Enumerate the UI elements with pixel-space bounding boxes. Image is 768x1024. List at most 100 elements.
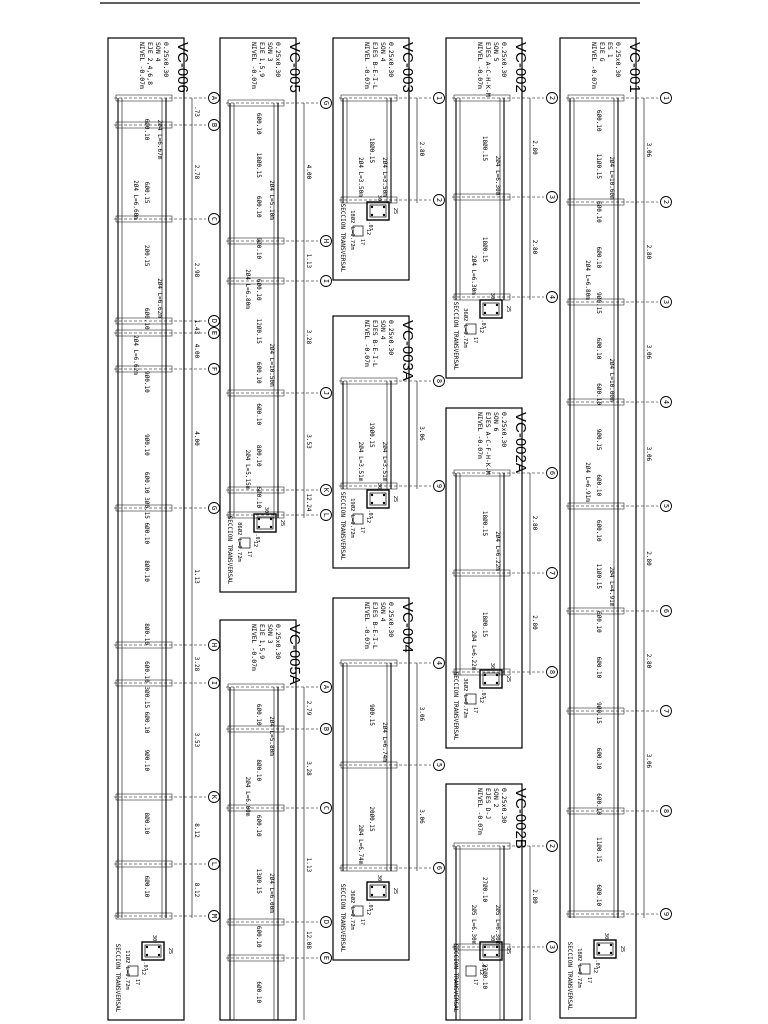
stirrup-shape bbox=[352, 513, 364, 525]
stirrup-dim: .07 bbox=[142, 961, 148, 970]
rebar-label: 2Ø5 L=6.30m bbox=[494, 905, 501, 945]
stirrup-dim: 12 bbox=[478, 327, 484, 333]
section-width: 25 bbox=[505, 676, 511, 683]
span-dimension: 4.00 bbox=[193, 431, 200, 446]
beam-info-line: EJES A-C-F-H-K-M bbox=[484, 412, 492, 475]
column-support bbox=[567, 707, 625, 715]
beam-info-line: SON 4 bbox=[379, 602, 387, 622]
column-support bbox=[340, 864, 398, 872]
section-stirrup bbox=[482, 302, 500, 316]
section-bar bbox=[483, 945, 487, 949]
span-dimension: .73 bbox=[193, 106, 200, 117]
column-support bbox=[115, 912, 173, 920]
beam-info-line: EJES B-E-I-L bbox=[371, 602, 379, 649]
grid-bubble bbox=[320, 681, 332, 693]
beam-info-line: EJE G bbox=[598, 42, 606, 62]
stirrup-shape bbox=[579, 963, 591, 975]
column-support bbox=[227, 683, 285, 691]
grid-label: 9 bbox=[662, 912, 670, 916]
column-support bbox=[227, 511, 285, 519]
column-support bbox=[453, 569, 511, 577]
span-dimension: 2.98 bbox=[193, 263, 200, 278]
stirrup-shape bbox=[127, 965, 139, 977]
section-width: 25 bbox=[505, 948, 511, 955]
rebar-label: 2Ø4 L=5.10m bbox=[268, 180, 275, 220]
stirrup-label: 6Ø0.10 3Ø0.15 6Ø0.10 bbox=[143, 472, 150, 545]
section-stirrup bbox=[369, 884, 387, 898]
beam-info-line: NIVEL -0.07m bbox=[250, 624, 258, 671]
rebar-label: 2Ø4 L=10.60m bbox=[608, 156, 615, 200]
section-bar bbox=[597, 951, 601, 955]
stirrup-label: 27Ø0.10 bbox=[481, 964, 488, 990]
section-title: SECCION TRANSVERSAL bbox=[452, 944, 459, 1013]
rebar-label: 2Ø4 L=3.51m bbox=[381, 442, 388, 482]
grid-bubble bbox=[208, 677, 220, 689]
column-support bbox=[227, 918, 285, 926]
grid-bubble bbox=[320, 97, 332, 109]
grid-label: K bbox=[210, 795, 218, 800]
section-width: 25 bbox=[392, 888, 398, 895]
stirrup-label: 18Ø0.15 bbox=[481, 511, 488, 537]
span-dimension: 1.13 bbox=[305, 858, 312, 873]
span-dimension: 3.06 bbox=[645, 345, 652, 360]
rebar-label: 2Ø4 L=6.30m bbox=[494, 156, 501, 196]
rebar-label: 2Ø4 L=5.80m bbox=[268, 716, 275, 756]
grid-label: 1 bbox=[662, 96, 670, 100]
section-bar bbox=[495, 953, 499, 957]
span-dimension: 2.80 bbox=[531, 240, 538, 255]
section-height: 30 bbox=[603, 933, 609, 940]
grid-label: B bbox=[322, 727, 330, 731]
span-dimension: 4.00 bbox=[305, 165, 312, 180]
column-support bbox=[340, 196, 398, 204]
stirrup-dim: 17 bbox=[359, 527, 365, 533]
stirrup-note: 36Ø2 L=0.72m bbox=[349, 890, 356, 930]
span-dimension: 8.12 bbox=[193, 883, 200, 898]
section-title: SECCION TRANSVERSAL bbox=[452, 302, 459, 371]
column-support bbox=[115, 215, 173, 223]
section-bar bbox=[483, 311, 487, 315]
grid-label: 2 bbox=[662, 200, 670, 204]
rebar-label: 2Ø4 L=6.22m bbox=[494, 531, 501, 571]
section-title: SECCION TRANSVERSAL bbox=[339, 884, 346, 953]
stirrup-dim: .07 bbox=[480, 689, 486, 698]
beam-info-line: NIVEL -0.07m bbox=[476, 788, 484, 835]
beam-info-line: SON 2 bbox=[492, 788, 500, 808]
grid-bubble bbox=[208, 502, 220, 514]
stirrup-dim: 12 bbox=[365, 909, 371, 915]
span-dimension: 3.06 bbox=[418, 809, 425, 824]
span-dimension: 3.28 bbox=[193, 657, 200, 672]
stirrup-dim: 12 bbox=[365, 517, 371, 523]
column-support bbox=[227, 237, 285, 245]
column-support bbox=[227, 277, 285, 285]
grid-label: 3 bbox=[662, 300, 670, 304]
section-bar bbox=[269, 517, 273, 521]
rebar-label: 2Ø4 L=10.50m bbox=[268, 343, 275, 387]
column-support bbox=[227, 486, 285, 494]
stirrup-label: 6Ø0.10 bbox=[595, 793, 602, 815]
span-dimension: 2.80 bbox=[645, 551, 652, 566]
beam-info-line: 0.25x0.30 bbox=[500, 412, 508, 447]
stirrup-label: 19Ø0.15 bbox=[368, 422, 375, 448]
column-support bbox=[115, 793, 173, 801]
column-support bbox=[567, 94, 625, 102]
rebar-label: 2Ø4 L=6.60m bbox=[132, 180, 139, 220]
span-dimension: 2.80 bbox=[645, 245, 652, 260]
column-support bbox=[227, 954, 285, 962]
section-outline bbox=[366, 881, 390, 901]
rebar-label: 2Ø4 L=6.00m bbox=[244, 777, 251, 817]
stirrup-dim: .07 bbox=[254, 533, 260, 542]
stirrup-label: 6Ø0.10 bbox=[143, 876, 150, 898]
grid-label: 8 bbox=[662, 809, 670, 813]
stirrup-label: 6Ø0.10 bbox=[255, 926, 262, 948]
section-bar bbox=[382, 893, 386, 897]
column-support bbox=[340, 761, 398, 769]
stirrup-dim: .07 bbox=[367, 509, 373, 518]
section-bar bbox=[157, 945, 161, 949]
rebar-label: 2Ø4 L=6.80m bbox=[244, 269, 251, 309]
